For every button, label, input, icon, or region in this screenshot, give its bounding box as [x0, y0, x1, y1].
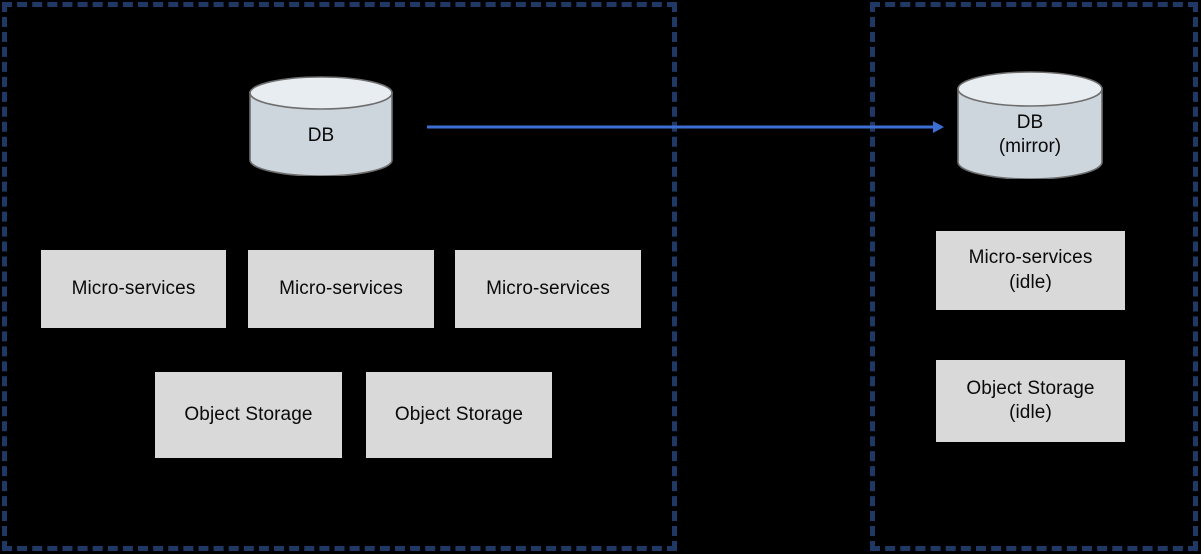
- object-storage-idle-box[interactable]: Object Storage (idle): [936, 360, 1125, 442]
- microservice-box-1[interactable]: Micro-services: [41, 250, 226, 328]
- object-storage-box-2[interactable]: Object Storage: [366, 372, 552, 458]
- microservice-idle-box[interactable]: Micro-services (idle): [936, 231, 1125, 310]
- db-replication-arrow: [427, 118, 944, 136]
- primary-site-boundary: [2, 2, 677, 551]
- secondary-site-boundary: [870, 2, 1198, 551]
- primary-database-cylinder[interactable]: DB: [249, 76, 393, 176]
- microservice-box-3[interactable]: Micro-services: [455, 250, 641, 328]
- mirror-database-cylinder[interactable]: DB (mirror): [957, 71, 1103, 179]
- object-storage-box-1[interactable]: Object Storage: [155, 372, 342, 458]
- microservice-box-2[interactable]: Micro-services: [248, 250, 434, 328]
